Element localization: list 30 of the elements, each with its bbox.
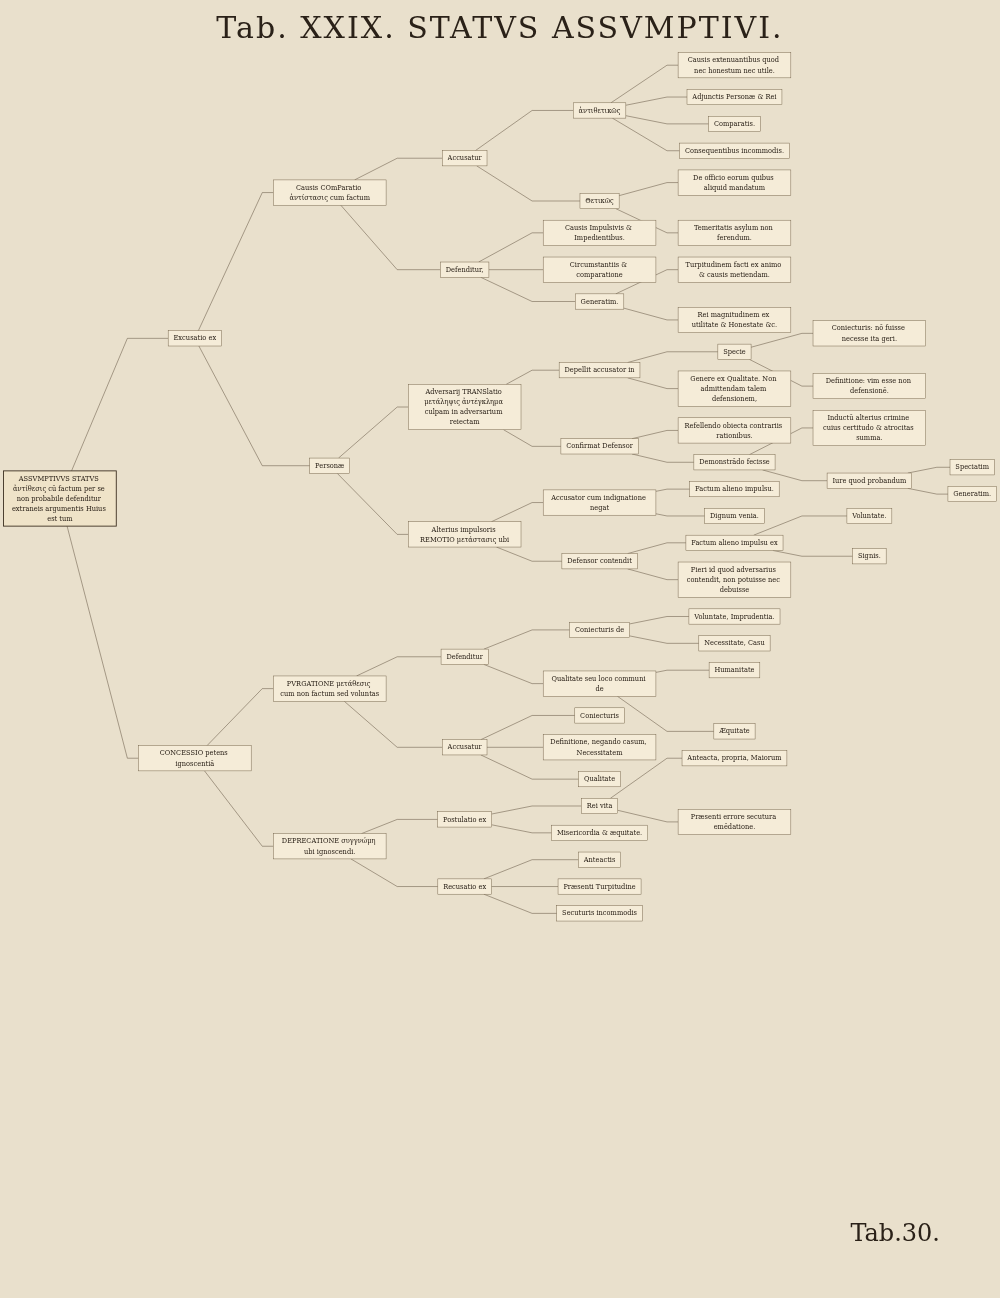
connector [66,525,139,759]
connector [480,715,575,740]
connector [631,430,679,439]
connector [772,550,853,557]
connector [629,616,690,625]
connector [354,158,443,181]
connector [480,277,576,302]
connector [483,664,544,684]
connector [483,893,557,914]
connector [344,701,443,748]
connector [627,542,687,554]
connector [491,502,544,522]
connector [627,351,719,363]
connector [503,429,562,447]
connector [350,858,439,887]
connector [612,117,680,151]
connector [618,182,679,196]
connector [71,338,169,472]
connector [483,629,570,650]
connector [198,345,310,466]
connector [750,333,814,348]
connector [491,886,559,887]
connector [483,859,579,880]
connector [478,232,544,263]
connector [610,65,679,104]
catchword: Tab.30. [849,1219,940,1247]
connector [907,488,949,495]
page-title: Tab. XXIX. STATVS ASSVMPTIVI. [215,10,785,45]
connector [629,635,700,644]
connector [198,192,274,331]
